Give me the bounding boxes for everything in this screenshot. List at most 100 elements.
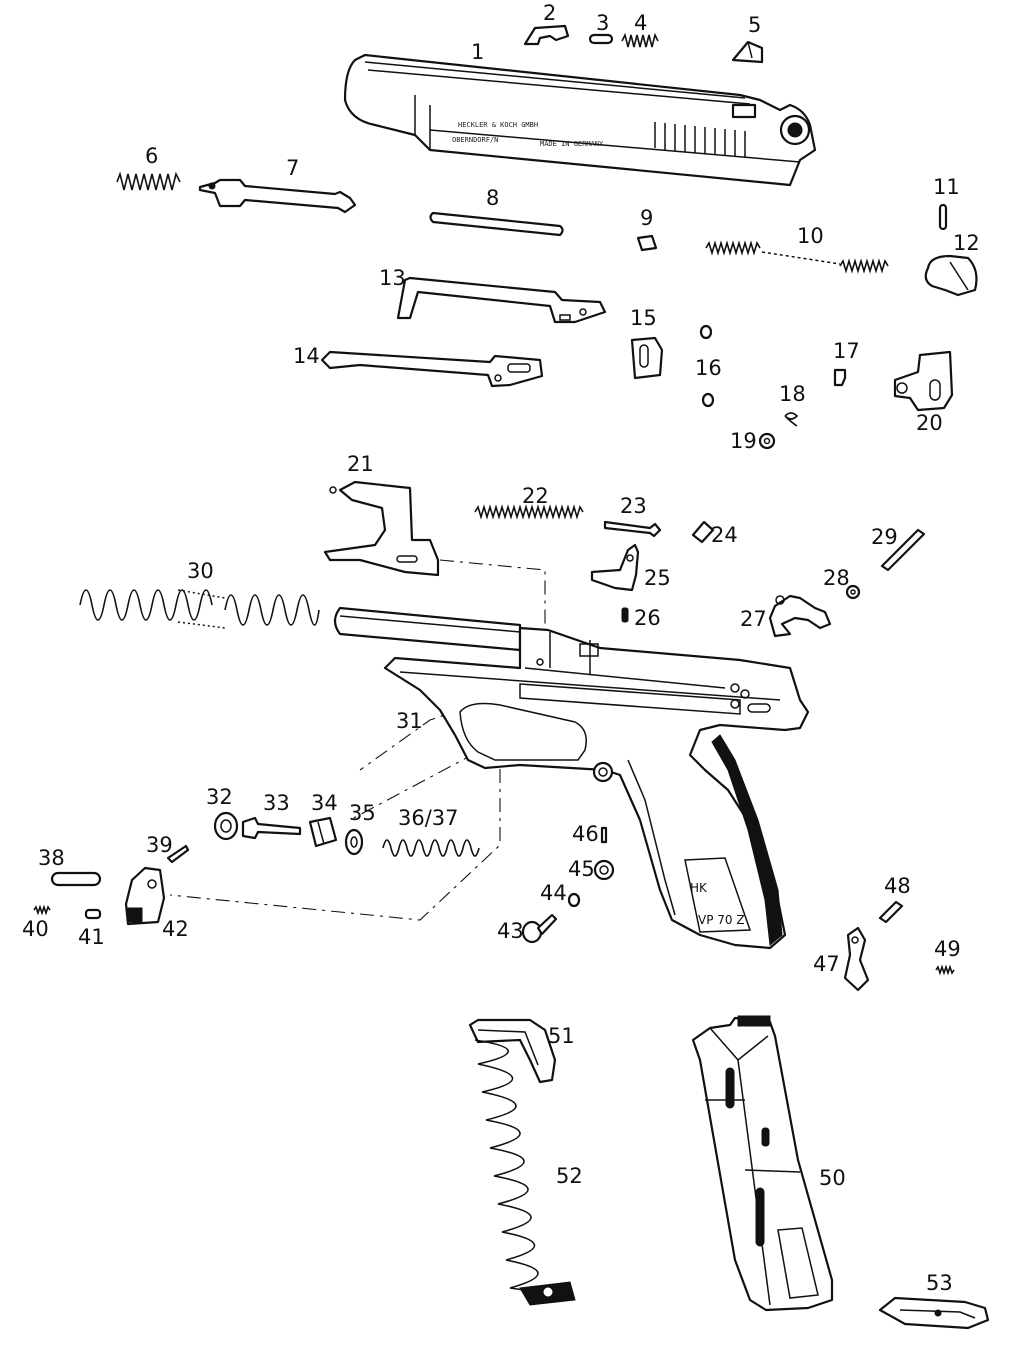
part-9-bushing: [636, 234, 658, 252]
callout-1: 1: [471, 40, 484, 64]
part-20-bracket: [893, 350, 954, 412]
callout-18: 18: [779, 382, 806, 406]
callout-42: 42: [162, 917, 189, 941]
part-5-rear-sight: [731, 40, 764, 64]
callout-21: 21: [347, 452, 374, 476]
part-21-frame-insert: [323, 480, 440, 577]
part-31-frame: HK VP 70 Z: [333, 606, 810, 950]
part-10-spring: [705, 240, 889, 274]
part-14-sear-bar: [320, 350, 544, 388]
part-25-lever: [590, 543, 640, 592]
callout-6: 6: [145, 144, 158, 168]
callout-3: 3: [596, 11, 609, 35]
callout-32: 32: [206, 785, 233, 809]
part-32-ring: [213, 811, 239, 841]
callout-19: 19: [730, 429, 757, 453]
part-40-spring: [33, 904, 51, 916]
part-4-spring: [621, 32, 659, 48]
callout-13: 13: [379, 266, 406, 290]
part-34-sleeve: [308, 816, 338, 848]
part-35-washer: [344, 828, 364, 856]
part-22-spring: [474, 504, 584, 520]
part-19-washer: [758, 432, 776, 450]
part-42-safety-housing: [124, 866, 166, 926]
callout-23: 23: [620, 494, 647, 518]
part-47-lever: [843, 926, 870, 992]
callout-8: 8: [486, 186, 499, 210]
callout-26: 26: [634, 606, 661, 630]
part-23-pin: [603, 520, 662, 538]
callout-52: 52: [556, 1164, 583, 1188]
callout-4: 4: [634, 11, 647, 35]
callout-15: 15: [630, 306, 657, 330]
callout-48: 48: [884, 874, 911, 898]
part-7-firing-pin: [198, 178, 357, 214]
callout-50: 50: [819, 1166, 846, 1190]
callout-39: 39: [146, 833, 173, 857]
part-46-pin: [600, 826, 608, 844]
callout-17: 17: [833, 339, 860, 363]
part-30-recoil-spring: [79, 589, 320, 629]
part-33-bolt: [241, 816, 302, 840]
part-28-nut: [845, 584, 861, 600]
callout-49: 49: [934, 937, 961, 961]
part-13-trigger-bar: [396, 276, 607, 324]
callout-12: 12: [953, 231, 980, 255]
callout-33: 33: [263, 791, 290, 815]
part-1-slide: HECKLER & KOCH GMBH OBERNDORF/N MADE IN …: [343, 53, 817, 187]
part-45-nut: [593, 859, 615, 881]
part-11-pin: [938, 203, 948, 231]
callout-24: 24: [711, 523, 738, 547]
callout-35: 35: [349, 801, 376, 825]
part-39-pin: [166, 844, 190, 864]
callout-36-37: 36/37: [398, 806, 459, 830]
callout-labels: 1 2 3 4 5 6 7 8 9 10 11 12 13 14 15 16 1…: [22, 1, 980, 1295]
part-27-catch: [768, 594, 832, 638]
part-38-pin: [50, 871, 102, 887]
engraving-maker: HECKLER & KOCH GMBH: [458, 121, 538, 129]
callout-38: 38: [38, 846, 65, 870]
callout-46: 46: [572, 822, 599, 846]
callout-16: 16: [695, 356, 722, 380]
callout-47: 47: [813, 952, 840, 976]
part-48-pin: [878, 900, 904, 924]
part-12-cap: [924, 254, 978, 297]
callout-27: 27: [740, 607, 767, 631]
part-49-spring: [935, 964, 955, 976]
engraving-country: MADE IN GERMANY: [540, 140, 604, 148]
callout-45: 45: [568, 857, 595, 881]
part-36-37-springs: [382, 839, 480, 857]
part-6-spring: [116, 171, 181, 191]
callout-51: 51: [548, 1024, 575, 1048]
callout-20: 20: [916, 411, 943, 435]
callout-53: 53: [926, 1271, 953, 1295]
part-2-extractor: [523, 24, 570, 46]
engraving-city: OBERNDORF/N: [452, 136, 498, 144]
part-16-pins: [699, 324, 715, 408]
callout-41: 41: [78, 925, 105, 949]
callout-40: 40: [22, 917, 49, 941]
part-41-pin: [84, 908, 102, 920]
part-8-pin: [429, 211, 564, 237]
part-26-pin: [621, 607, 629, 623]
callout-7: 7: [286, 156, 299, 180]
part-43-screw: [521, 913, 558, 944]
part-52-magazine-spring: [474, 1039, 576, 1306]
callout-43: 43: [497, 919, 524, 943]
callout-34: 34: [311, 791, 338, 815]
part-17-screw: [833, 368, 847, 387]
callout-2: 2: [543, 1, 556, 25]
callout-25: 25: [644, 566, 671, 590]
part-15-block: [630, 336, 664, 380]
callout-30: 30: [187, 559, 214, 583]
part-50-magazine: [691, 1015, 834, 1312]
callout-28: 28: [823, 566, 850, 590]
callout-11: 11: [933, 175, 960, 199]
part-24-plate: [691, 520, 715, 544]
part-51-follower: [468, 1018, 557, 1084]
slide-serrations: [654, 122, 746, 158]
part-44-pin: [567, 892, 581, 908]
callout-14: 14: [293, 344, 320, 368]
part-18-spring: [784, 412, 799, 427]
